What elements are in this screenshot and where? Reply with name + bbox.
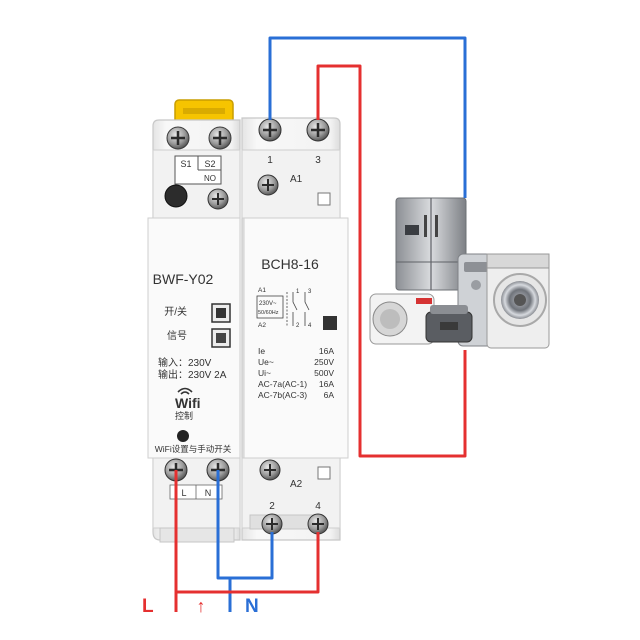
legend-arrow-icon: ↑ [197,596,206,616]
spec-key: AC-7a(AC-1) [258,379,307,389]
terminal-a2-label: A2 [290,479,303,490]
svg-text:A1: A1 [258,287,266,294]
model-bch8-16: BCH8-16 [261,256,319,272]
module-footer-text: WiFi设置与手动开关 [155,444,232,454]
svg-text:1: 1 [296,289,300,295]
neutral-wire-input [216,470,274,580]
terminal-1-label: 1 [267,155,273,166]
svg-text:50/60Hz: 50/60Hz [258,310,279,316]
legend-line-label: L [142,596,154,617]
svg-text:4: 4 [308,323,312,329]
terminal-2-label: 2 [269,501,275,512]
appliances-illustration [369,197,550,349]
wifi-icon [177,387,193,395]
air-conditioner-icon [369,293,435,345]
terminal-l-label: L [181,488,186,498]
spec-value: 500V [314,368,334,378]
line-wire-bridge [176,532,320,594]
input-spec: 输入：230V [158,356,212,369]
legend-neutral-label: N [245,596,259,617]
contactor-schematic: A1 230V~ 50/60Hz A2 1 3 2 4 [256,287,312,329]
svg-text:3: 3 [308,289,312,295]
module-bwf-y02: S1 S2 NO BWF-Y02 开/关 信号 输入：230V 输出：230V … [147,99,241,543]
module-bch8-16: 1 3 A1 BCH8-16 A1 230V~ 50/60Hz A2 1 3 2… [241,117,349,541]
washing-machine-icon [486,253,550,349]
spec-key: AC-7b(AC-3) [258,390,307,400]
wifi-setup-button[interactable] [177,430,189,442]
svg-text:230V~: 230V~ [259,301,277,307]
spec-key: Ue~ [258,357,274,367]
output-spec: 输出：230V 2A [158,368,227,381]
terminal-4-label: 4 [315,501,321,512]
spec-value: 250V [314,357,334,367]
neutral-wire-load [268,36,467,198]
line-wire-load-top [316,64,467,458]
cooker-icon [425,305,473,343]
model-bwf-y02: BWF-Y02 [153,271,214,287]
svg-text:2: 2 [296,323,300,329]
label-signal: 信号 [167,330,187,342]
spec-value: 6A [324,390,335,400]
contactor-spec-table: Ie 16A Ue~ 250V Ui~ 500V AC-7a(AC-1) 16A… [258,346,334,400]
wifi-brand-text: Wifi [175,395,201,411]
label-switch: 开/关 [164,305,187,318]
terminal-3-label: 3 [315,155,321,166]
spec-key: Ui~ [258,368,271,378]
contact-status-window [323,316,337,330]
terminal-s1-hole[interactable] [164,184,188,208]
spec-value: 16A [319,346,334,356]
terminal-n-label: N [205,488,212,498]
terminal-a1-label: A1 [290,174,303,185]
label-s2: S2 [204,159,215,169]
label-s1: S1 [180,159,191,169]
svg-text:A2: A2 [258,322,266,329]
spec-value: 16A [319,379,334,389]
wifi-sub-text: 控制 [175,410,193,421]
spec-key: Ie [258,346,265,356]
refrigerator-icon [395,197,467,291]
label-no: NO [204,174,216,183]
wiring [174,36,467,612]
